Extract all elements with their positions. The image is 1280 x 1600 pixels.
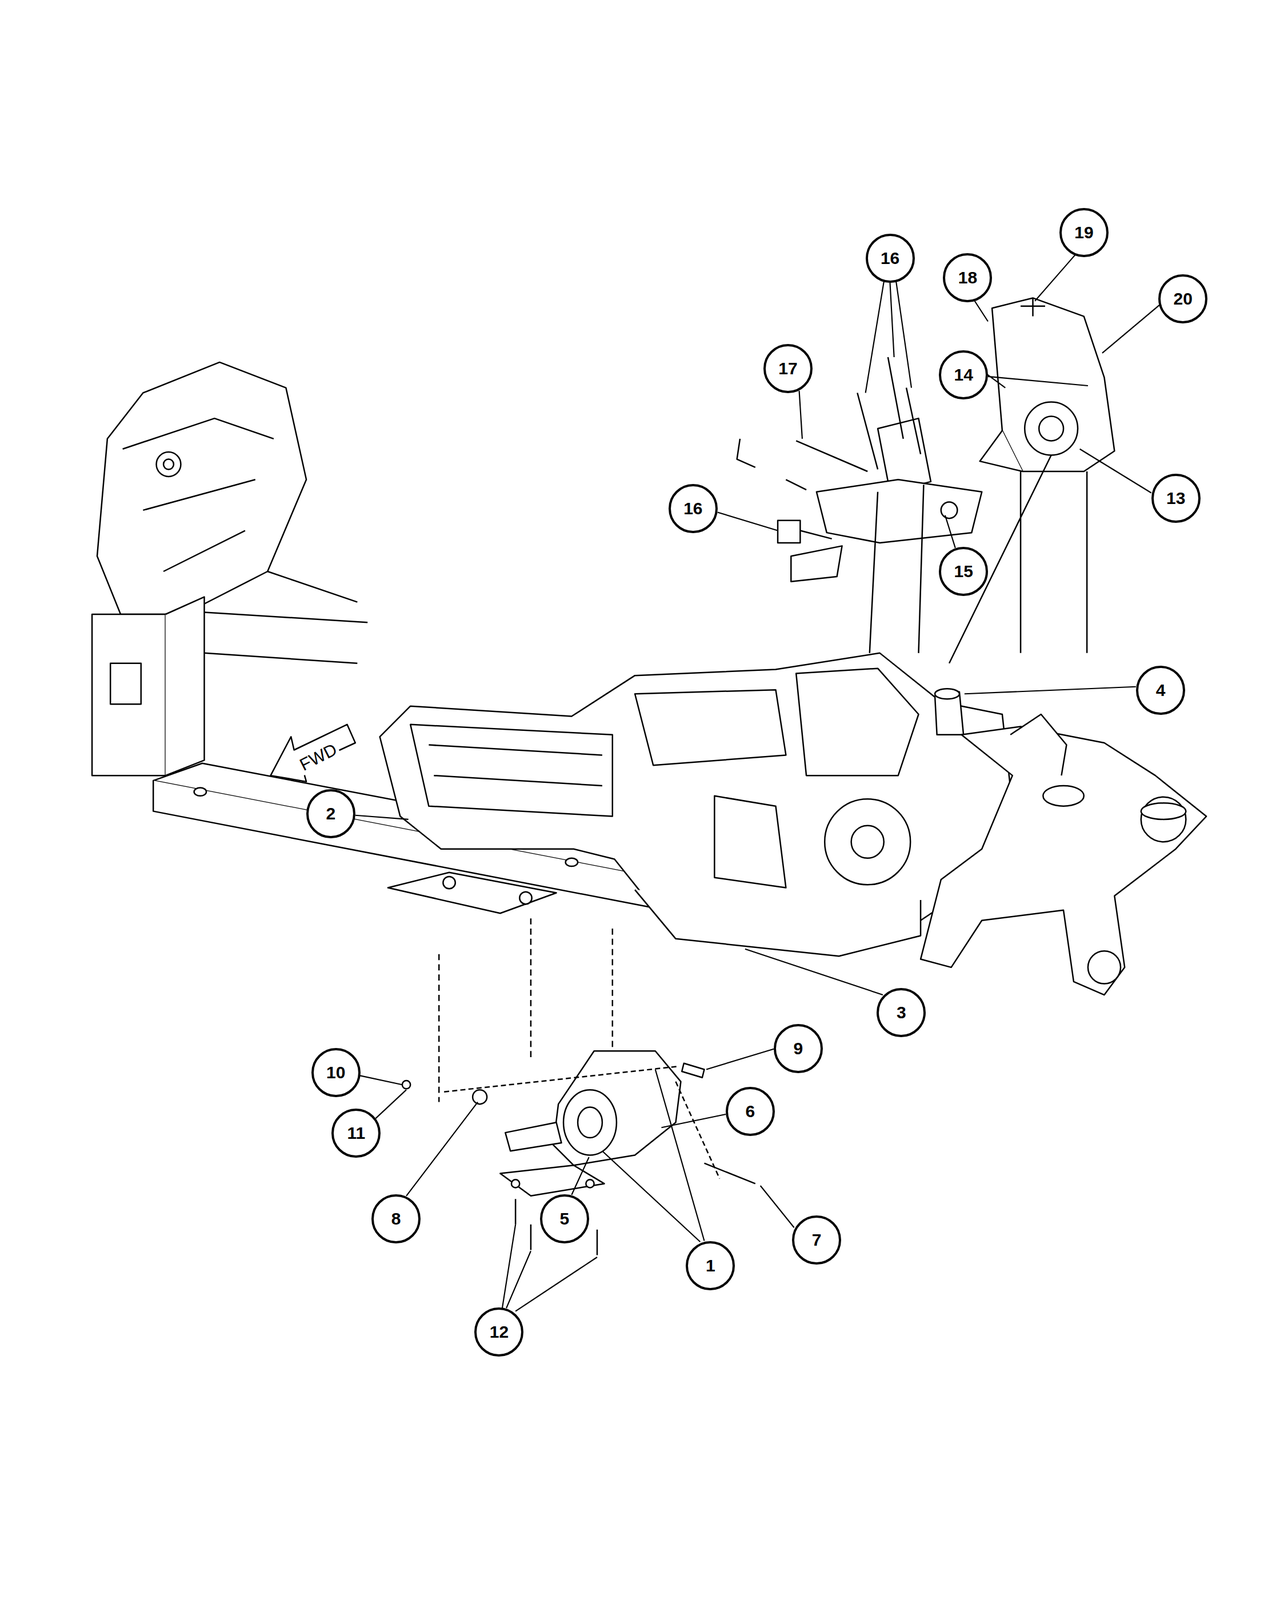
callout-number: 5 (540, 1194, 590, 1244)
callout-number: 6 (725, 1086, 775, 1136)
callout-number: 4 (1136, 665, 1186, 715)
callout-number: 10 (311, 1048, 361, 1098)
callout-number: 17 (763, 344, 813, 394)
callout-number: 8 (371, 1194, 421, 1244)
callout-number: 20 (1158, 274, 1208, 324)
callout-number: 19 (1059, 208, 1109, 258)
callout-number: 2 (306, 789, 356, 839)
callout-number: 13 (1151, 473, 1201, 523)
callout-number: 12 (474, 1307, 524, 1357)
callout-number: 16 (668, 484, 718, 534)
callout-number: 1 (685, 1241, 735, 1291)
callout-number: 7 (792, 1215, 842, 1265)
callout-number: 15 (938, 546, 988, 596)
callout-number: 16 (865, 233, 915, 283)
callout-number: 3 (876, 988, 926, 1038)
callout-number: 11 (331, 1108, 381, 1158)
callout-number: 18 (942, 253, 992, 303)
callout-number: 14 (938, 350, 988, 400)
callout-number: 9 (773, 1024, 823, 1074)
